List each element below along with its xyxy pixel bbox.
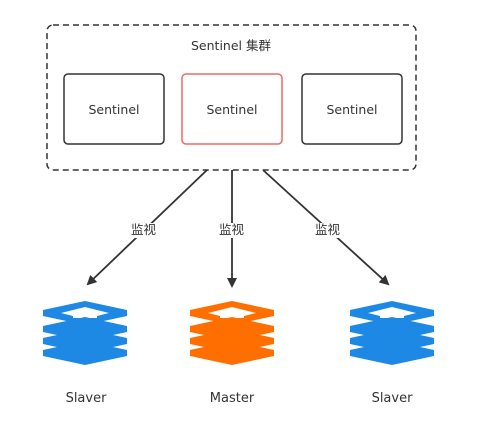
sentinel-label-left: Sentinel <box>88 102 140 117</box>
sentinel-box-center <box>181 73 283 145</box>
redis-icon-slave-right <box>350 301 434 365</box>
node-label-slave-left: Slaver <box>65 391 107 406</box>
node-label-master: Master <box>209 391 255 406</box>
sentinel-label-center: Sentinel <box>206 102 258 117</box>
edge-label-monitor-right: 监视 <box>314 222 342 238</box>
edge-label-monitor-left: 监视 <box>130 222 158 238</box>
cluster-title: Sentinel 集群 <box>191 38 271 53</box>
redis-icon-master <box>190 301 274 365</box>
sentinel-box-right <box>301 73 403 145</box>
edge-label-monitor-center: 监视 <box>218 222 246 238</box>
node-label-slave-right: Slaver <box>371 391 413 406</box>
sentinel-cluster-boundary <box>46 24 417 171</box>
redis-icon-slave-left <box>43 301 127 365</box>
sentinel-box-left <box>63 73 165 145</box>
sentinel-label-right: Sentinel <box>326 102 378 117</box>
